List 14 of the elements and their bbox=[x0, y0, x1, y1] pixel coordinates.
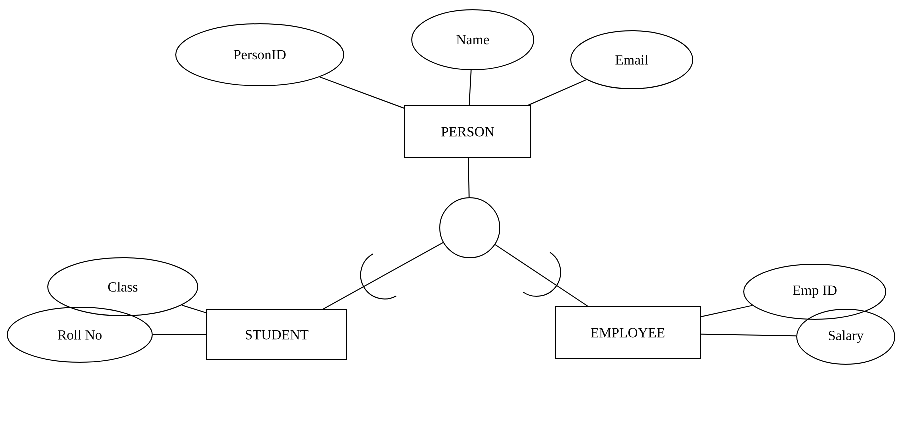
circle-symbol bbox=[440, 198, 500, 258]
entity-box: EMPLOYEE bbox=[555, 306, 701, 360]
entity-box: PERSON bbox=[404, 106, 532, 158]
connector-line bbox=[494, 244, 589, 307]
connector-line bbox=[319, 76, 405, 109]
entity-box: STUDENT bbox=[206, 310, 348, 360]
connector-line bbox=[468, 158, 470, 198]
connector-line bbox=[322, 242, 444, 310]
connector-line bbox=[528, 79, 588, 106]
connector-line bbox=[468, 70, 472, 106]
connector-line bbox=[182, 304, 207, 314]
connector-line bbox=[700, 305, 754, 318]
connector-line bbox=[700, 334, 798, 337]
connector-line bbox=[152, 334, 207, 336]
